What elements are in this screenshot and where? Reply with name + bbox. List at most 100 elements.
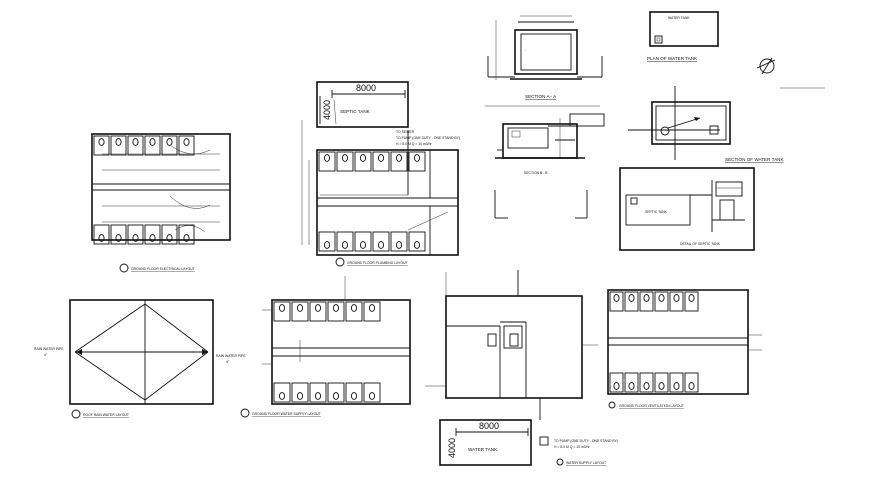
section-of-water-tank-label: SECTION OF WATER TANK	[725, 157, 784, 162]
site-water-supply-layout	[425, 270, 598, 420]
water-tank-section-aa: · SECTION A - A	[487, 15, 603, 99]
wc-fixture	[296, 392, 304, 400]
toilet-cubicle	[327, 382, 345, 403]
toilet-cubicle	[93, 135, 110, 156]
wc-fixture	[314, 304, 322, 312]
wc-fixture	[115, 138, 122, 146]
wc-fixture	[323, 154, 331, 162]
wc-fixture	[377, 154, 385, 162]
wc-fixture	[613, 294, 620, 302]
wc-fixture	[149, 234, 156, 242]
roof-rain-water-layout: RAIN WATER PIPE 4" RAIN WATER PIPE 4" RO…	[34, 299, 246, 419]
wc-fixture	[673, 382, 680, 390]
toilet-cubicle	[336, 231, 354, 252]
toilet-fixtures	[93, 135, 699, 403]
wc-fixture	[183, 234, 190, 242]
water-tank-dim-width: 4000	[447, 438, 457, 458]
toilet-cubicle	[684, 291, 699, 312]
water-tank-bottom: 8000 4000 WATER TANK TO PUMP (ONE DUTY -…	[439, 419, 618, 466]
toilet-cubicle	[178, 224, 195, 245]
toilet-cubicle	[144, 135, 161, 156]
wc-fixture	[149, 138, 156, 146]
septic-tank-label: SEPTIC TANK	[340, 109, 371, 114]
water-tank-plan-section: SECTION OF WATER TANK	[628, 86, 784, 162]
toilet-cubicle	[669, 291, 684, 312]
water-supply-gf-title: GROUND FLOOR WATER SUPPLY LAYOUT	[252, 412, 321, 416]
water-tank-section-bb: SECTION B - B	[485, 105, 605, 219]
wc-fixture	[413, 241, 421, 249]
wc-fixture	[368, 304, 376, 312]
toilet-cubicle	[273, 301, 291, 322]
wc-fixture	[359, 154, 367, 162]
wc-fixture	[688, 294, 695, 302]
water-tank-label: WATER TANK	[468, 447, 498, 452]
wc-fixture	[350, 304, 358, 312]
wc-fixture	[296, 304, 304, 312]
wc-fixture	[278, 392, 286, 400]
toilet-cubicle	[127, 224, 144, 245]
septic-detail-label: SEPTIC TANK	[645, 210, 668, 214]
toilet-cubicle	[624, 291, 639, 312]
toilet-cubicle	[372, 231, 390, 252]
toilet-cubicle	[161, 135, 178, 156]
wc-fixture	[377, 241, 385, 249]
wc-fixture	[166, 234, 173, 242]
toilet-cubicle	[363, 301, 381, 322]
wc-fixture	[332, 304, 340, 312]
rain-water-pipe-label-right: RAIN WATER PIPE	[216, 354, 246, 358]
septic-dim-length: 8000	[356, 83, 376, 93]
wc-fixture	[341, 241, 349, 249]
ground-floor-ventilation-layout: GROUND FLOOR VENTILATION LAYOUT	[607, 289, 762, 409]
toilet-cubicle	[408, 231, 426, 252]
electrical-layout-title: GROUND FLOOR ELECTRICAL LAYOUT	[131, 267, 195, 271]
rain-water-pipe-label-left: RAIN WATER PIPE	[34, 347, 64, 351]
toilet-cubicle	[327, 301, 345, 322]
wc-fixture	[314, 392, 322, 400]
toilet-cubicle	[639, 372, 654, 393]
toilet-cubicle	[390, 151, 408, 172]
pump-spec-bottom: H = 8.0 M Q = 10 m3/hr	[554, 445, 590, 449]
wc-fixture	[166, 138, 173, 146]
wc-fixture	[628, 382, 635, 390]
water-tank-dim-length: 8000	[479, 421, 499, 431]
toilet-cubicle	[684, 372, 699, 393]
toilet-cubicle	[144, 224, 161, 245]
toilet-cubicle	[161, 224, 178, 245]
wc-fixture	[98, 234, 105, 242]
septic-dim-width: 4000	[322, 100, 332, 120]
toilet-cubicle	[336, 151, 354, 172]
wc-fixture	[132, 234, 139, 242]
wc-fixture	[658, 382, 665, 390]
toilet-cubicle	[345, 382, 363, 403]
wc-fixture	[278, 304, 286, 312]
wc-fixture	[613, 382, 620, 390]
roof-layout-title: ROOF RAIN WATER LAYOUT	[83, 413, 129, 417]
ground-floor-electrical-layout: GROUND FLOOR ELECTRICAL LAYOUT	[91, 133, 231, 273]
wc-fixture	[341, 154, 349, 162]
wc-fixture	[688, 382, 695, 390]
wc-fixture	[673, 294, 680, 302]
svg-text:·: ·	[525, 49, 526, 53]
section-bb-label: SECTION B - B	[524, 171, 548, 175]
detail-of-septic-tank-label: DETAIL OF SEPTIC TANK	[680, 242, 721, 246]
wc-fixture	[323, 241, 331, 249]
pump-note-bottom: TO PUMP (ONE DUTY - ONE STAND BY)	[554, 439, 618, 443]
toilet-cubicle	[363, 382, 381, 403]
rain-water-pipe-size-left: 4"	[44, 353, 48, 357]
toilet-cubicle	[318, 151, 336, 172]
rain-water-pipe-size-right: 4"	[226, 360, 230, 364]
toilet-cubicle	[390, 231, 408, 252]
wc-fixture	[643, 294, 650, 302]
toilet-cubicle	[291, 382, 309, 403]
wc-fixture	[132, 138, 139, 146]
toilet-cubicle	[624, 372, 639, 393]
water-tank-box-label: WATER TANK	[668, 16, 690, 20]
toilet-cubicle	[609, 372, 624, 393]
plumbing-layout-title: GROUND FLOOR PLUMBING LAYOUT	[347, 261, 408, 265]
wc-fixture	[413, 154, 421, 162]
septic-tank-plan: 8000 4000 SEPTIC TANK	[316, 81, 409, 128]
wc-fixture	[350, 392, 358, 400]
septic-tank-detail: SEPTIC TANK DETAIL OF SEPTIC TANK	[619, 167, 755, 251]
wc-fixture	[98, 138, 105, 146]
